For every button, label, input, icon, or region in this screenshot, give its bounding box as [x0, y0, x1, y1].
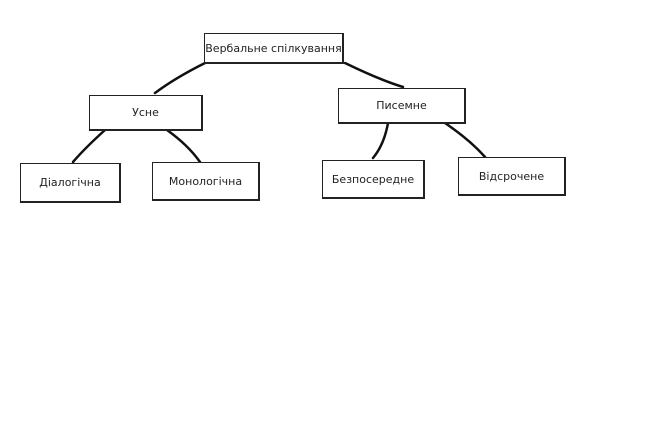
node-direct: Безпосередне [322, 160, 425, 199]
node-delayed: Відсрочене [458, 157, 566, 196]
node-monologic: Монологічна [152, 162, 260, 201]
edge-written-direct [371, 121, 390, 160]
edge-oral-dialogic [71, 128, 107, 164]
edge-root-written [343, 61, 405, 89]
edge-written-delayed [443, 121, 487, 159]
node-dialogic: Діалогічна [20, 163, 121, 203]
node-oral: Усне [89, 95, 203, 131]
edge-root-oral [153, 61, 207, 95]
node-root: Вербальне спілкування [204, 33, 344, 64]
edge-oral-monologic [165, 128, 202, 164]
node-written: Писемне [338, 88, 466, 124]
